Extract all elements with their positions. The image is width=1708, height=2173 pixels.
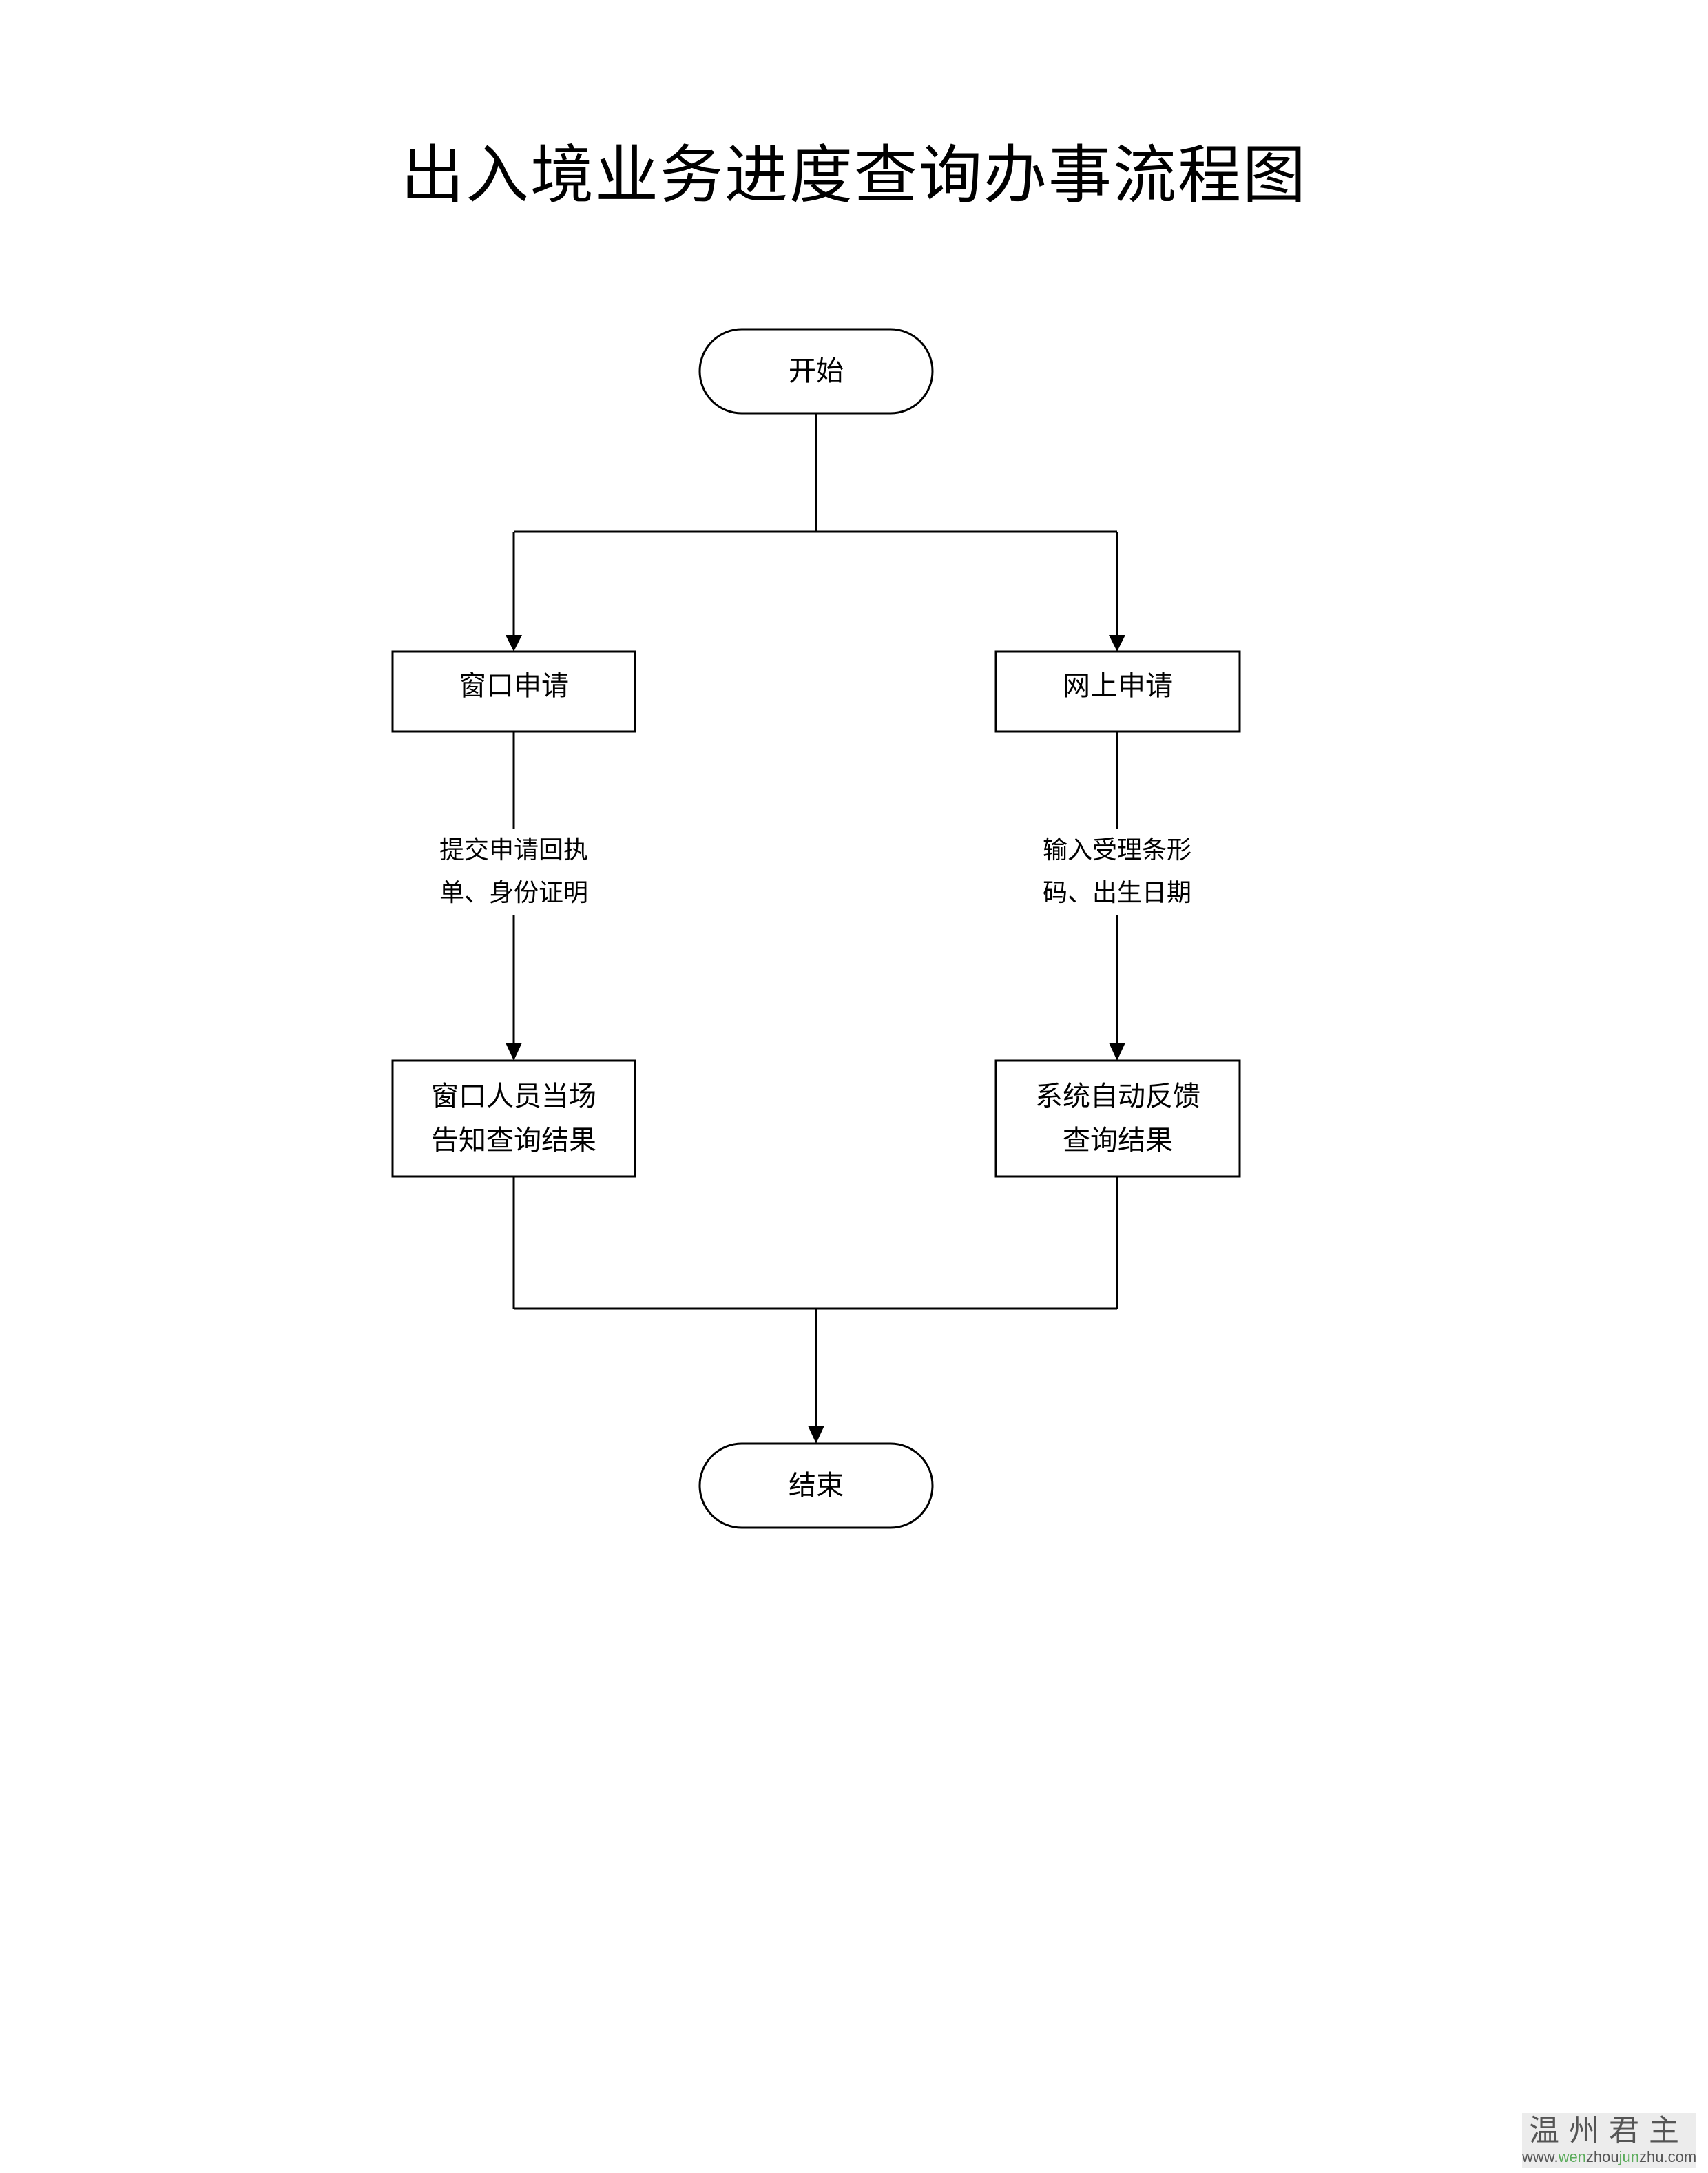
online-edge-label: 输入受理条形 码、出生日期 (1023, 829, 1211, 915)
edge-label-line: 码、出生日期 (1042, 879, 1191, 907)
watermark-url-part: www. (1522, 2148, 1559, 2165)
edge-label-line: 单、身份证明 (439, 879, 588, 907)
watermark-url-part: wen (1558, 2148, 1586, 2165)
watermark-name: 温州君主 (1529, 2113, 1689, 2148)
watermark-logo: 温州君主 www.wenzhoujunzhu.com (1522, 2113, 1696, 2168)
page-title: 出入境业务进度查询办事流程图 (400, 138, 1307, 212)
node-text-line: 窗口人员当场 (431, 1081, 596, 1112)
system-result-node: 系统自动反馈 查询结果 (996, 1074, 1240, 1163)
watermark-url-part: jun (1618, 2148, 1639, 2165)
watermark-url: www.wenzhoujunzhu.com (1522, 2149, 1696, 2165)
arrowhead (1109, 635, 1125, 652)
node-text-line: 告知查询结果 (431, 1125, 596, 1156)
arrowhead (1109, 1043, 1125, 1061)
arrowhead (808, 1426, 824, 1444)
end-node: 结束 (789, 1470, 844, 1501)
arrowhead (506, 1043, 522, 1061)
window-edge-label: 提交申请回执 单、身份证明 (420, 829, 607, 915)
online-apply-node: 网上申请 (1063, 670, 1173, 702)
start-node: 开始 (789, 355, 844, 387)
window-apply-node: 窗口申请 (459, 670, 569, 702)
watermark-url-part: zhu.com (1639, 2148, 1697, 2165)
node-text-line: 查询结果 (1063, 1125, 1173, 1156)
edge-label-line: 输入受理条形 (1042, 836, 1191, 864)
edge-label-line: 提交申请回执 (439, 836, 588, 864)
window-result-node: 窗口人员当场 告知查询结果 (393, 1074, 635, 1163)
watermark-url-part: zhou (1585, 2148, 1619, 2165)
node-text-line: 系统自动反馈 (1035, 1081, 1200, 1112)
arrowhead (506, 635, 522, 652)
